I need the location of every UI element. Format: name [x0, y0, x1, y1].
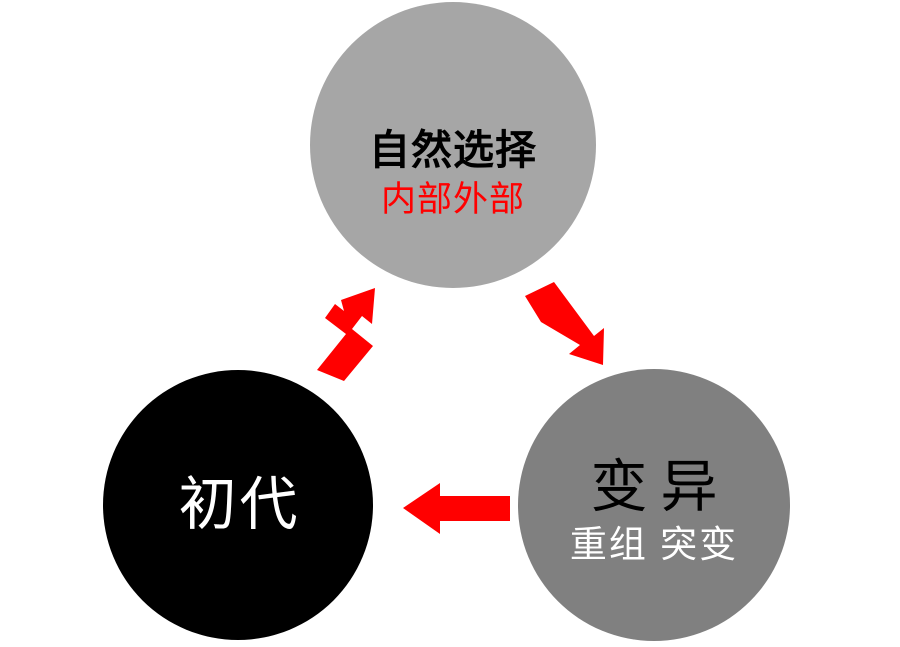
- node-first-generation-title: 初代: [178, 472, 301, 537]
- node-variation-subtitle: 重组 突变: [569, 524, 739, 565]
- node-natural-selection-title: 自然选择: [369, 126, 537, 173]
- node-variation[interactable]: 变异 重组 突变: [518, 369, 790, 641]
- node-natural-selection[interactable]: 自然选择 内部外部: [310, 2, 596, 288]
- arrow-up-right-icon: [300, 278, 410, 388]
- node-first-generation[interactable]: 初代: [103, 370, 373, 640]
- arrow-left-icon: [398, 478, 518, 538]
- arrow-down-right-icon: [508, 280, 618, 390]
- node-variation-title: 变异: [590, 455, 731, 519]
- node-natural-selection-subtitle: 内部外部: [380, 179, 525, 219]
